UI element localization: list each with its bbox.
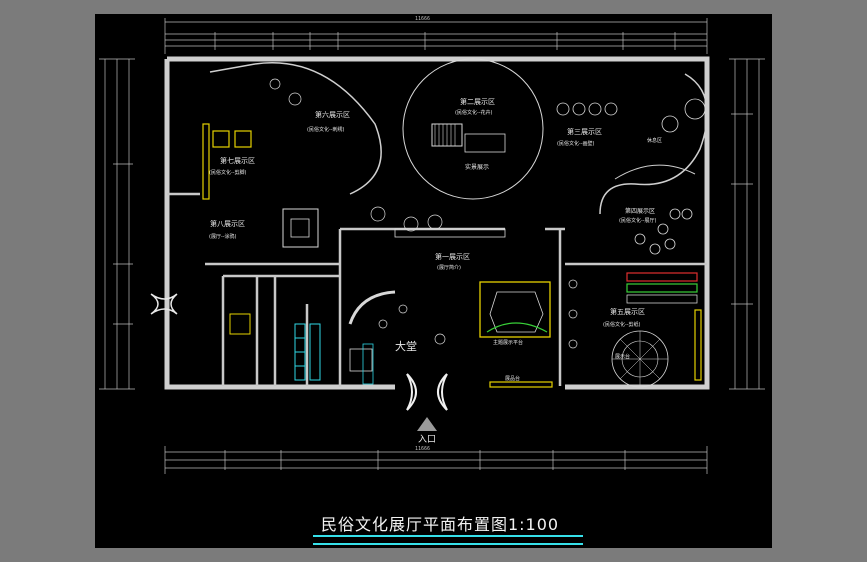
inner-cabinet bbox=[290, 218, 310, 238]
zone3-name: 第三展示区 bbox=[567, 127, 602, 136]
zone7-cabinets bbox=[212, 130, 252, 148]
plants bbox=[486, 322, 548, 333]
lobby-label: 大堂 bbox=[395, 339, 417, 353]
red-display-bar bbox=[626, 272, 698, 282]
exhibit-stand bbox=[489, 381, 553, 388]
top-dimensions bbox=[164, 18, 708, 54]
zone4-sub: (民俗文化--展厅) bbox=[619, 217, 657, 224]
zone-labels: 第一展示区 (展厅简介) 第二展示区 (民俗文化--花卉) 第三展示区 (民俗文… bbox=[209, 97, 662, 382]
reception-desk bbox=[349, 348, 373, 372]
main-stage-label: 主题展示平台 bbox=[493, 339, 523, 346]
zone2-name: 第二展示区 bbox=[460, 97, 495, 106]
left-dimensions bbox=[99, 58, 135, 390]
zone2-sub: (民俗文化--花卉) bbox=[455, 109, 493, 116]
title-underline bbox=[313, 535, 583, 545]
zone8-name: 第八展示区 bbox=[210, 219, 245, 228]
carpet-pattern bbox=[612, 331, 668, 387]
zone7-name: 第七展示区 bbox=[220, 156, 255, 165]
cad-viewport: 11666 11666 bbox=[95, 14, 772, 548]
zone8-cabinet bbox=[282, 208, 319, 248]
main-stage bbox=[489, 291, 544, 333]
washroom-fixture bbox=[229, 313, 251, 335]
entrance-door bbox=[406, 373, 448, 411]
decor-items bbox=[269, 78, 578, 349]
curved-partition bbox=[254, 62, 382, 195]
zone7-sub: (民俗文化--剪脚) bbox=[209, 169, 247, 176]
zone5-name: 第五展示区 bbox=[610, 307, 645, 316]
toilet-fixtures bbox=[294, 323, 321, 381]
rest-area-label: 休息区 bbox=[647, 137, 662, 144]
experience-label: 实景展示 bbox=[465, 163, 489, 171]
zone4-name: 第四展示区 bbox=[625, 207, 655, 215]
yellow-wall-display bbox=[694, 309, 702, 381]
zone5-sub: (民俗文化--剪纸) bbox=[603, 321, 641, 328]
display-bar bbox=[626, 294, 698, 304]
curved-partition-right bbox=[599, 73, 708, 215]
zone6-name: 第六展示区 bbox=[315, 110, 350, 119]
entrance-label: 入口 bbox=[418, 434, 436, 445]
round-table bbox=[661, 115, 679, 133]
showcase-label: 展示台 bbox=[615, 353, 630, 360]
curved-sofa bbox=[348, 290, 396, 325]
dim-text: 11666 bbox=[415, 16, 430, 22]
display-counter bbox=[394, 228, 506, 238]
exhibit-box bbox=[464, 133, 506, 153]
curve-line bbox=[614, 164, 696, 180]
dim-text: 11666 bbox=[415, 446, 430, 452]
dimension-values: 11666 11666 bbox=[415, 16, 430, 452]
floor-plan: 11666 11666 bbox=[99, 16, 765, 474]
drawing-title: 民俗文化展厅平面布置图1:100 bbox=[320, 515, 560, 534]
right-dimensions bbox=[729, 58, 765, 390]
exhibit-stand-label: 展品台 bbox=[505, 375, 520, 382]
green-display-bar bbox=[626, 283, 698, 293]
main-stage-frame bbox=[479, 281, 551, 338]
zone1-name: 第一展示区 bbox=[435, 252, 470, 261]
entrance-arrow bbox=[417, 417, 437, 431]
circular-exhibit bbox=[402, 58, 544, 200]
zone8-sub: (展厅--涂鸦) bbox=[209, 233, 237, 240]
cyan-desk bbox=[362, 343, 374, 385]
zone6-sub: (民俗文化--刺绣) bbox=[307, 126, 345, 133]
bottom-dimensions bbox=[164, 446, 708, 474]
zone4-seating bbox=[634, 208, 693, 255]
partition-line bbox=[209, 63, 256, 73]
yellow-strip bbox=[202, 123, 210, 200]
zone3-sub: (民俗文化--画壁) bbox=[557, 140, 595, 147]
stools bbox=[556, 102, 618, 116]
zone1-sub: (展厅简介) bbox=[437, 264, 461, 271]
side-door bbox=[150, 293, 178, 315]
round-table bbox=[684, 98, 706, 120]
stair-steps bbox=[434, 124, 456, 146]
